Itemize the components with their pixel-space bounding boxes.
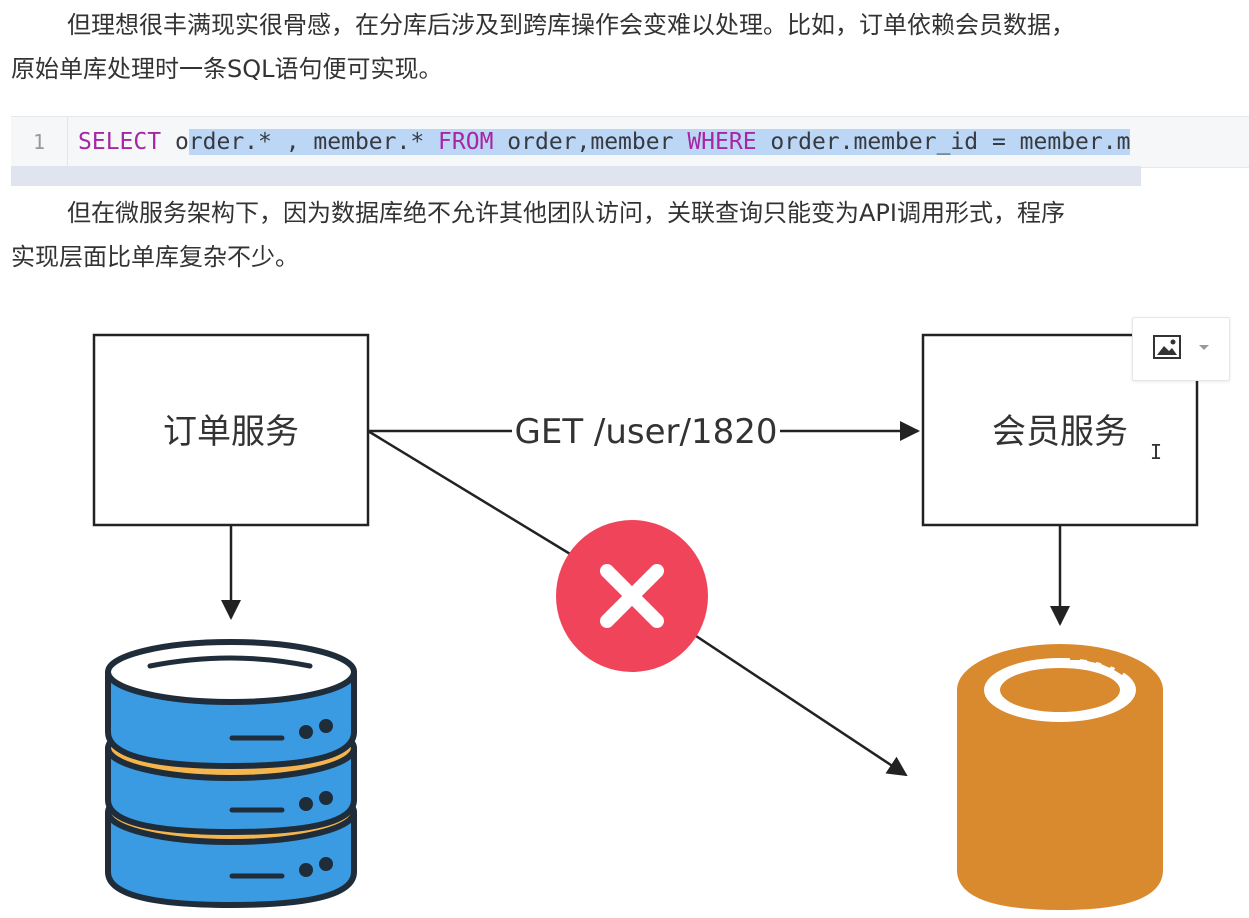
paragraph-intro: 但理想很丰满现实很骨感，在分库后涉及到跨库操作会变难以处理。比如，订单依赖会员数… <box>11 3 1236 91</box>
horizontal-scrollbar[interactable] <box>11 166 1141 186</box>
order-service-label: 订单服务 <box>163 412 299 452</box>
order-database-icon <box>105 639 357 908</box>
sql-code-line[interactable]: SELECT order.* , member.* FROM order,mem… <box>78 117 1131 167</box>
selected-text: rder.* , member.* <box>188 129 439 155</box>
keyword-where: WHERE <box>687 129 757 155</box>
text-cursor-icon: I <box>1150 440 1163 464</box>
code-text: order.member_id = member.m <box>756 129 1131 155</box>
paragraph-line: 原始单库处理时一条SQL语句便可实现。 <box>11 55 443 83</box>
code-block[interactable]: 1 SELECT order.* , member.* FROM order,m… <box>11 116 1249 168</box>
image-toolbar[interactable] <box>1132 317 1230 381</box>
code-text: o <box>161 129 189 155</box>
request-label: GET /user/1820 <box>514 412 777 452</box>
paragraph-line: 但在微服务架构下，因为数据库绝不允许其他团队访问，关联查询只能变为API调用形式… <box>67 199 1065 227</box>
keyword-from: FROM <box>438 129 494 155</box>
order-service-box <box>92 333 370 527</box>
blocked-access-line <box>367 429 581 562</box>
member-service-label: 会员服务 <box>992 412 1128 452</box>
caret-down-icon[interactable] <box>1199 345 1209 350</box>
blocked-access-arrow <box>689 630 908 777</box>
error-x-icon <box>556 520 708 672</box>
keyword-select: SELECT <box>78 129 162 155</box>
paragraph-line: 但理想很丰满现实很骨感，在分库后涉及到跨库操作会变难以处理。比如，订单依赖会员数… <box>67 11 1075 39</box>
code-text: order,member <box>493 129 688 155</box>
member-database-icon <box>957 644 1163 910</box>
line-number: 1 <box>11 117 68 167</box>
paragraph-microservice: 但在微服务架构下，因为数据库绝不允许其他团队访问，关联查询只能变为API调用形式… <box>11 191 1236 279</box>
paragraph-line: 实现层面比单库复杂不少。 <box>11 243 299 271</box>
image-icon[interactable] <box>1153 335 1181 359</box>
